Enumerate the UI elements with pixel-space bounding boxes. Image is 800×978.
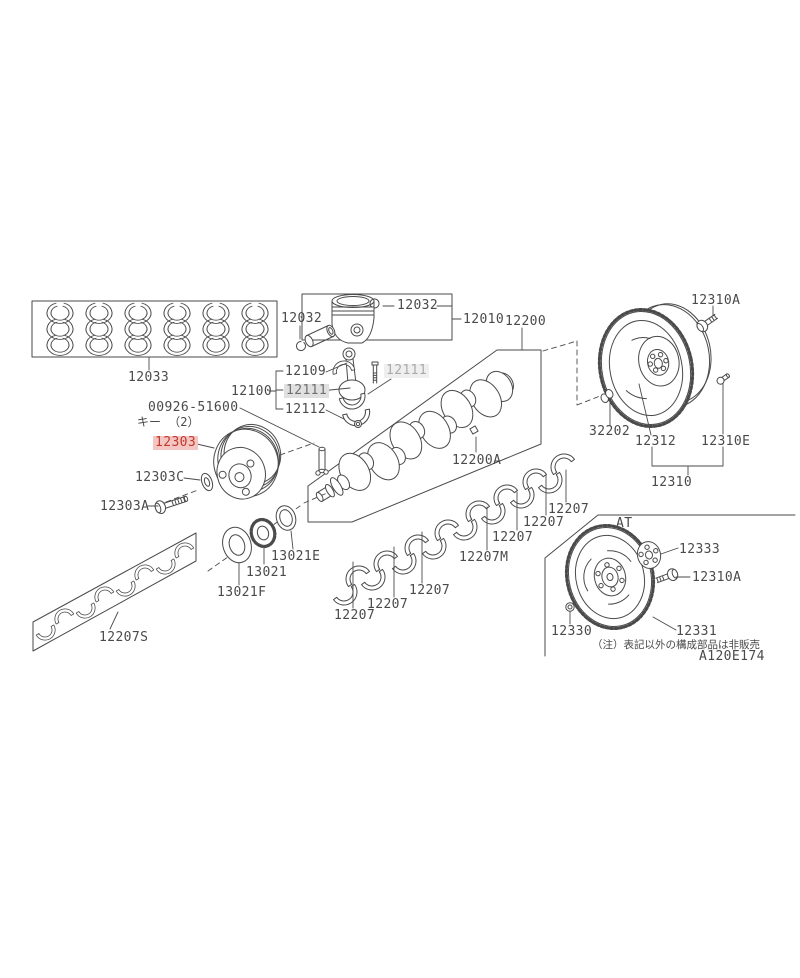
crankshaft: [315, 370, 514, 502]
part-label-12109[interactable]: 12109: [285, 364, 327, 379]
part-label-00926-51600[interactable]: 00926-51600: [148, 400, 239, 415]
part-label-12310[interactable]: 12310: [651, 475, 693, 490]
part-label-13021f[interactable]: 13021F: [217, 585, 267, 600]
crankshaft-box: [307, 349, 542, 523]
pulley-washer: [200, 472, 214, 492]
drive-plate-adapter-12333: [636, 541, 662, 569]
part-label-13021[interactable]: 13021: [246, 565, 288, 580]
part-label-12032-right[interactable]: 12032: [397, 298, 439, 313]
part-label-12333[interactable]: 12333: [679, 542, 721, 557]
bearing-set-box: [32, 532, 197, 652]
piston-ring-set: [46, 302, 269, 356]
piston-rings-box: [31, 300, 278, 358]
footnote-text: （注）表記以外の構成部品は非販売: [592, 639, 760, 651]
leader-lines: [109, 305, 724, 631]
piston-pin: [304, 324, 336, 348]
crankshaft-key: [469, 425, 479, 435]
part-label-12310e[interactable]: 12310E: [701, 434, 751, 449]
part-label-12032-left[interactable]: 12032: [281, 311, 323, 326]
part-label-12303c[interactable]: 12303C: [135, 470, 185, 485]
part-label-12310a-top[interactable]: 12310A: [691, 293, 741, 308]
crank-sprocket-group: [222, 505, 297, 564]
pilot-bushing-32202: [600, 388, 614, 404]
at-nut-12330: [565, 602, 575, 612]
part-label-12033[interactable]: 12033: [128, 370, 170, 385]
at-section-label: AT: [616, 516, 633, 531]
part-label-12207-b[interactable]: 12207: [523, 515, 565, 530]
part-label-32202[interactable]: 32202: [589, 424, 631, 439]
part-label-12207-f[interactable]: 12207: [334, 608, 376, 623]
connecting-rod-assembly: [330, 347, 379, 429]
rod-bolt: [371, 361, 379, 384]
diagram-code: A120E174: [699, 649, 765, 664]
piston-box: [301, 293, 453, 341]
part-label-12112[interactable]: 12112: [285, 402, 327, 417]
flywheel-at: [564, 523, 656, 631]
bearing-set-strip: [35, 538, 195, 645]
part-label-12200a[interactable]: 12200A: [452, 453, 502, 468]
key-quantity-note: キー （2）: [137, 415, 200, 429]
part-label-12330[interactable]: 12330: [551, 624, 593, 639]
part-label-12010[interactable]: 12010: [463, 312, 505, 327]
part-label-12207-e[interactable]: 12207: [367, 597, 409, 612]
part-label-12331[interactable]: 12331: [676, 624, 718, 639]
flywheel-bolt-12310e: [716, 373, 730, 385]
woodruff-key: [315, 446, 329, 476]
part-label-12207-d[interactable]: 12207: [409, 583, 451, 598]
part-label-12207m[interactable]: 12207M: [459, 550, 509, 565]
flywheel-mt: [597, 303, 712, 428]
at-bolt-12310a: [654, 566, 680, 587]
snap-ring: [296, 341, 306, 351]
piston-assembly: [296, 294, 380, 351]
part-label-12207-c[interactable]: 12207: [492, 530, 534, 545]
part-label-12111-bracket[interactable]: 12111: [284, 383, 330, 398]
part-label-12207-a[interactable]: 12207: [548, 502, 590, 517]
group-outlines: [31, 293, 796, 657]
part-label-12303a[interactable]: 12303A: [100, 499, 150, 514]
part-label-12310a-at[interactable]: 12310A: [692, 570, 742, 585]
part-label-12100[interactable]: 12100: [231, 384, 273, 399]
part-label-12312[interactable]: 12312: [635, 434, 677, 449]
part-label-12200[interactable]: 12200: [505, 314, 547, 329]
pulley-bolt: [154, 495, 189, 515]
part-label-12303-highlighted[interactable]: 12303: [153, 435, 199, 450]
crank-pulley-group: [154, 424, 329, 515]
part-label-12111-alt[interactable]: 12111: [384, 363, 430, 378]
part-label-12207s[interactable]: 12207S: [99, 630, 149, 645]
at-section-boundary: [544, 514, 796, 657]
part-label-13021e[interactable]: 13021E: [271, 549, 321, 564]
snap-ring: [369, 298, 380, 309]
